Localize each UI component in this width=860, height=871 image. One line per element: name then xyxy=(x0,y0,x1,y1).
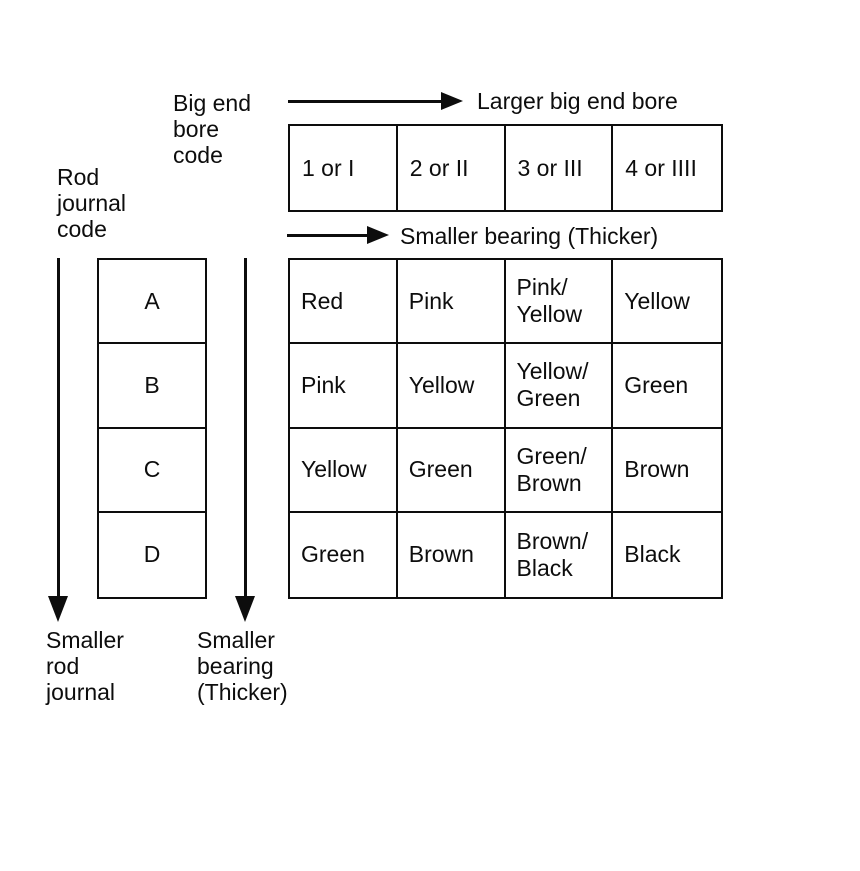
big-end-bore-code-label-line: bore xyxy=(173,116,220,142)
bearing-color-cell: Yellow xyxy=(290,428,398,513)
smaller-bearing-arrow-line xyxy=(287,234,367,237)
bearing-color-cell: Brown/Black xyxy=(506,512,614,597)
smaller-rod-journal-label-line: Smaller xyxy=(46,627,124,653)
smaller-bearing-vertical-label-line: Smaller xyxy=(197,627,275,653)
smaller-bearing-vertical-label-line: (Thicker) xyxy=(197,679,288,705)
smaller-bearing-vertical-label: Smaller bearing (Thicker) xyxy=(197,627,288,705)
bearing-color-cell: Green/Brown xyxy=(505,428,614,513)
larger-bore-arrowhead-icon xyxy=(441,92,463,110)
bore-code-cell: 2 or II xyxy=(398,126,506,210)
big-end-bore-code-label: Big end bore code xyxy=(173,90,251,168)
bearing-color-cell: Yellow xyxy=(613,260,721,345)
rod-journal-code-label-line: code xyxy=(57,216,107,242)
journal-code-cell: B xyxy=(99,344,205,429)
journal-code-cell: D xyxy=(143,541,161,568)
rod-journal-code-label-line: Rod xyxy=(57,164,100,190)
larger-big-end-bore-text: Larger big end bore xyxy=(477,88,678,114)
bearing-color-cell: Pink/Yellow xyxy=(505,260,614,345)
big-end-bore-code-label-line: Big end xyxy=(173,90,252,116)
bearing-color-cell: Yellow/Green xyxy=(505,344,614,429)
larger-bore-arrow-line xyxy=(288,100,441,103)
bore-code-header-table: 1 or I 2 or II 3 or III 4 or IIII xyxy=(288,124,723,212)
journal-code-cell: C xyxy=(99,429,205,513)
rod-journal-code-label: Rod journal code xyxy=(57,164,126,242)
bearing-color-cell: Brown xyxy=(398,512,506,597)
bearing-color-cell: Red xyxy=(290,260,398,345)
bearing-color-grid: Red Pink Pink/Yellow Yellow Pink Yellow … xyxy=(288,258,723,599)
bearing-color-cell: Yellow xyxy=(397,344,506,429)
smaller-rod-journal-label-line: journal xyxy=(46,679,116,705)
bearing-color-cell: Green xyxy=(613,344,721,429)
big-end-bore-code-label-line: code xyxy=(173,142,223,168)
journal-code-table: A B C D xyxy=(97,258,207,599)
smaller-bearing-vertical-arrowhead-icon xyxy=(235,596,255,622)
smaller-bearing-horizontal-text: Smaller bearing (Thicker) xyxy=(400,223,659,249)
bore-code-cell: 3 or III xyxy=(506,126,614,210)
smaller-rod-journal-arrow-line xyxy=(57,258,60,598)
bore-code-cell: 4 or IIII xyxy=(625,154,697,181)
smaller-bearing-vertical-label-line: bearing xyxy=(197,653,274,679)
bearing-color-cell: Brown xyxy=(613,429,721,513)
smaller-rod-journal-label: Smaller rod journal xyxy=(46,627,124,705)
smaller-bearing-horizontal-label: Smaller bearing (Thicker) xyxy=(400,223,658,249)
rod-journal-code-label-line: journal xyxy=(57,190,127,216)
bearing-color-cell: Pink xyxy=(397,260,506,345)
bore-code-cell: 1 or I xyxy=(290,126,398,210)
smaller-rod-journal-arrowhead-icon xyxy=(48,596,68,622)
bearing-color-cell: Black xyxy=(624,541,681,568)
bearing-color-cell: Green xyxy=(397,428,506,513)
smaller-bearing-vertical-arrow-line xyxy=(244,258,247,598)
journal-code-cell: A xyxy=(99,260,205,345)
larger-big-end-bore-label: Larger big end bore xyxy=(477,88,678,114)
smaller-rod-journal-label-line: rod xyxy=(46,653,80,679)
smaller-bearing-arrowhead-icon xyxy=(367,226,389,244)
bearing-color-cell: Green xyxy=(290,512,398,597)
bearing-color-cell: Pink xyxy=(290,344,398,429)
